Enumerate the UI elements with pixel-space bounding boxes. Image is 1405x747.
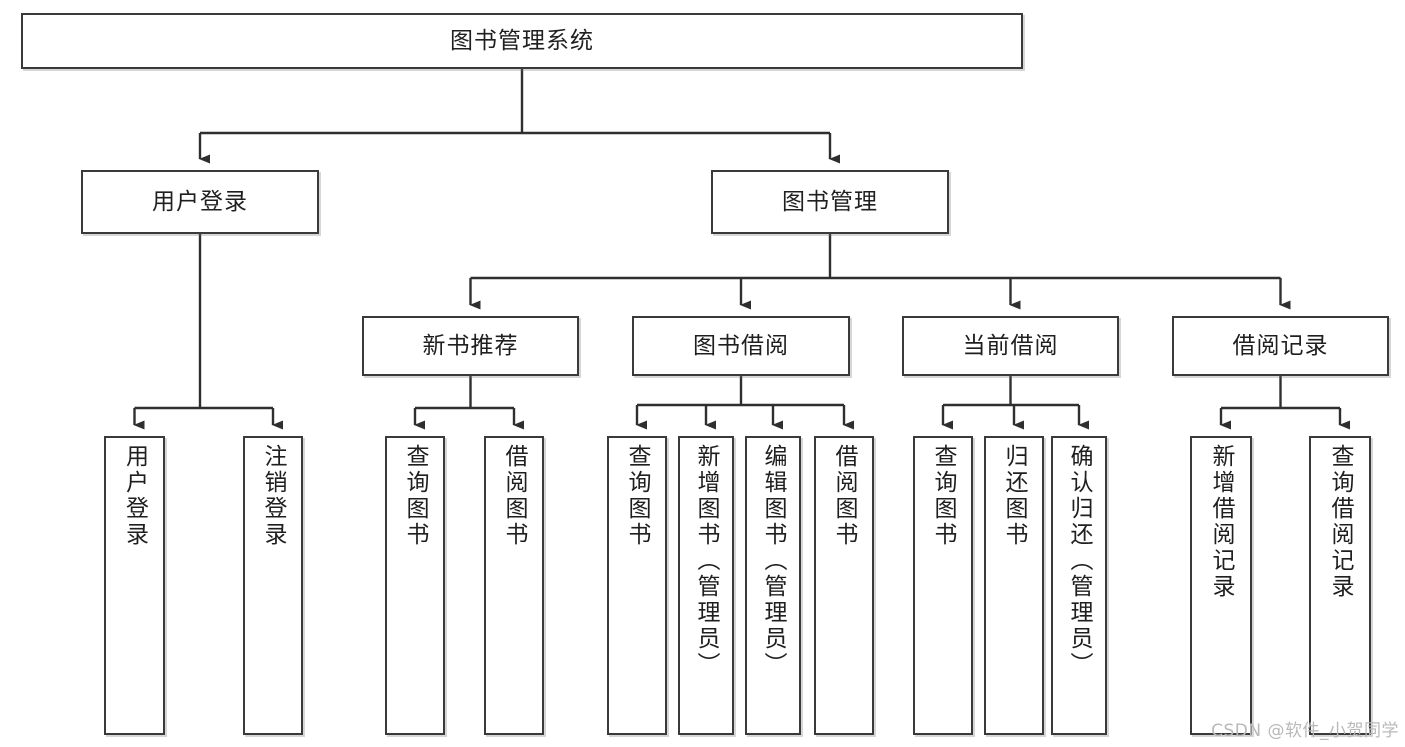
node-label: 查询图书 bbox=[930, 444, 957, 548]
node-l7[interactable]: 编辑图书（管理员） bbox=[745, 436, 801, 735]
node-label: 借阅图书 bbox=[831, 444, 858, 548]
node-label: 查询借阅记录 bbox=[1327, 444, 1354, 600]
node-l10[interactable]: 归还图书 bbox=[984, 436, 1044, 735]
node-label: 查询图书 bbox=[402, 444, 429, 548]
node-label: 新增借阅记录 bbox=[1208, 444, 1235, 600]
node-l13[interactable]: 查询借阅记录 bbox=[1309, 436, 1371, 735]
node-l3[interactable]: 查询图书 bbox=[385, 436, 445, 735]
node-l4[interactable]: 借阅图书 bbox=[484, 436, 544, 735]
node-label: 借阅图书 bbox=[501, 444, 528, 548]
node-label: 编辑图书（管理员） bbox=[760, 444, 787, 678]
node-label: 注销登录 bbox=[260, 444, 287, 548]
node-l2[interactable]: 注销登录 bbox=[243, 436, 303, 735]
node-label: 查询图书 bbox=[624, 444, 651, 548]
node-borrow[interactable]: 图书借阅 bbox=[632, 316, 850, 376]
watermark-label: CSDN @软件_小贺同学 bbox=[1211, 721, 1399, 741]
node-l12[interactable]: 新增借阅记录 bbox=[1190, 436, 1252, 735]
node-current[interactable]: 当前借阅 bbox=[902, 316, 1119, 376]
node-l5[interactable]: 查询图书 bbox=[607, 436, 667, 735]
node-root[interactable]: 图书管理系统 bbox=[21, 13, 1023, 69]
node-records[interactable]: 借阅记录 bbox=[1172, 316, 1389, 376]
node-l9[interactable]: 查询图书 bbox=[913, 436, 973, 735]
node-bookmgmt[interactable]: 图书管理 bbox=[711, 170, 949, 234]
node-label: 确认归还（管理员） bbox=[1066, 444, 1093, 678]
node-label: 用户登录 bbox=[121, 444, 148, 548]
node-l6[interactable]: 新增图书（管理员） bbox=[678, 436, 734, 735]
node-l11[interactable]: 确认归还（管理员） bbox=[1051, 436, 1107, 735]
node-label: 归还图书 bbox=[1001, 444, 1028, 548]
node-label: 新增图书（管理员） bbox=[693, 444, 720, 678]
node-l8[interactable]: 借阅图书 bbox=[814, 436, 874, 735]
node-newbook[interactable]: 新书推荐 bbox=[362, 316, 579, 376]
node-l1[interactable]: 用户登录 bbox=[104, 436, 165, 735]
node-login[interactable]: 用户登录 bbox=[81, 170, 319, 234]
